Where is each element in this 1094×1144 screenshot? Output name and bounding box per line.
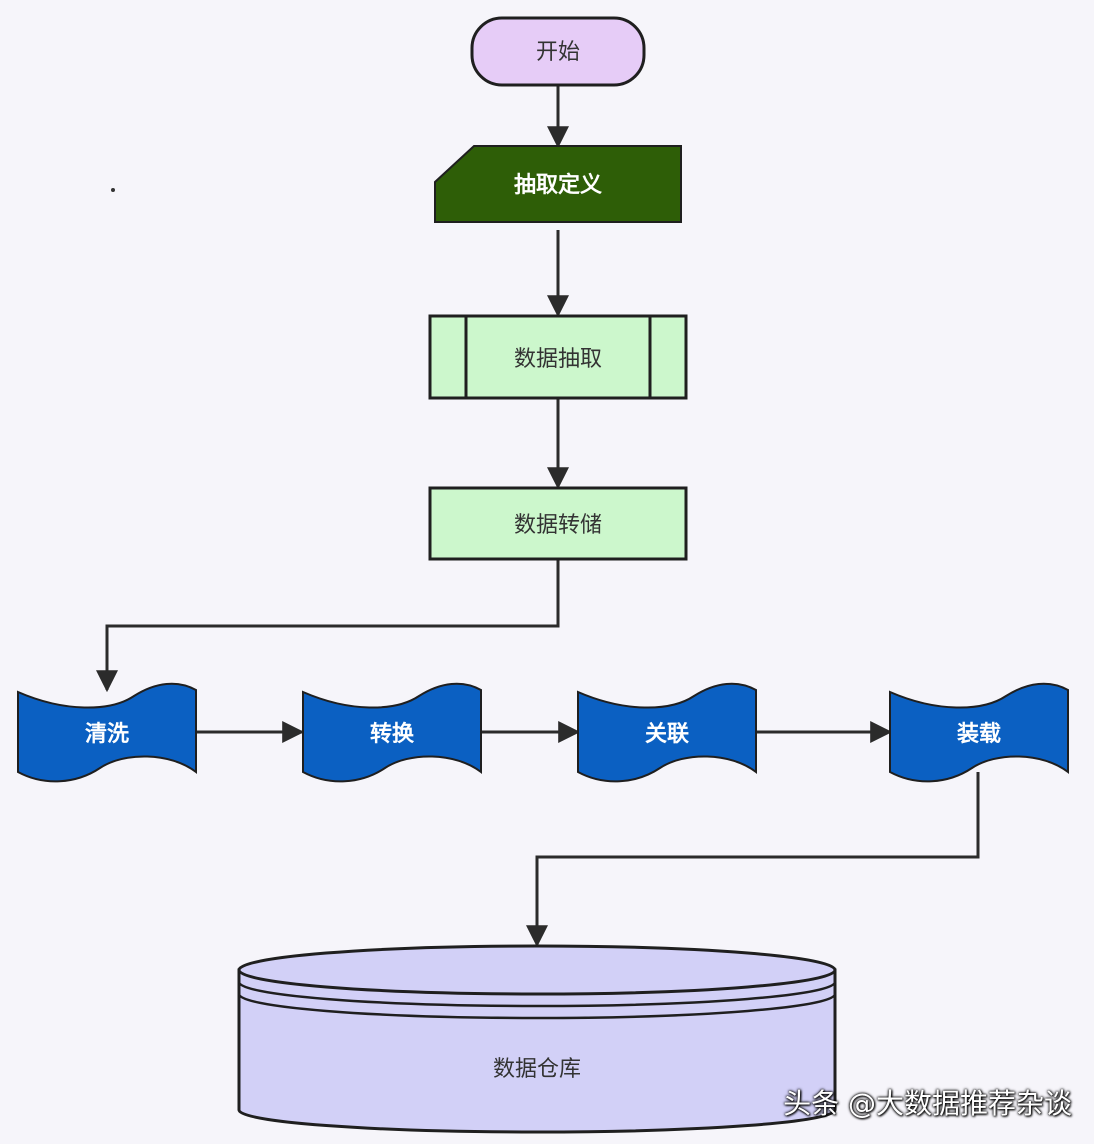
watermark: 头条 @大数据推荐杂谈	[783, 1087, 1072, 1120]
warehouse-ring-1	[237, 981, 837, 1008]
warehouse-body	[237, 968, 837, 1134]
clean-label: 清洗	[85, 721, 129, 747]
node-data-extraction[interactable]: 数据抽取	[428, 314, 688, 400]
transform-shape	[302, 682, 482, 783]
node-transform[interactable]: 转换	[302, 682, 482, 783]
associate-label: 关联	[645, 722, 689, 747]
edge-data-dump-to-clean	[96, 560, 560, 693]
start-label: 开始	[536, 40, 580, 65]
data-extraction-label: 数据抽取	[514, 347, 602, 372]
node-extract-definition[interactable]: 抽取定义	[434, 145, 682, 223]
data-dump-label: 数据转储	[514, 513, 602, 538]
extract-definition-shape	[434, 145, 682, 223]
extract-definition-label: 抽取定义	[514, 172, 602, 198]
clean-shape	[17, 682, 197, 783]
stray-dot	[111, 188, 115, 192]
node-clean[interactable]: 清洗	[17, 682, 197, 783]
node-data-warehouse[interactable]: 数据仓库	[237, 944, 837, 1134]
load-shape	[889, 682, 1069, 783]
associate-shape	[577, 682, 757, 783]
warehouse-top	[237, 944, 837, 996]
data-dump-shape	[428, 486, 688, 561]
warehouse-ring-2	[237, 993, 837, 1020]
warehouse-label: 数据仓库	[493, 1057, 581, 1082]
node-load[interactable]: 装载	[889, 682, 1069, 783]
node-start[interactable]: 开始	[470, 16, 646, 87]
edge-load-to-warehouse	[526, 772, 980, 948]
transform-label: 转换	[370, 721, 415, 747]
data-extraction-shape	[428, 314, 688, 400]
start-shape	[470, 16, 646, 87]
node-associate[interactable]: 关联	[577, 682, 757, 783]
node-data-dump[interactable]: 数据转储	[428, 486, 688, 561]
load-label: 装载	[957, 721, 1001, 747]
